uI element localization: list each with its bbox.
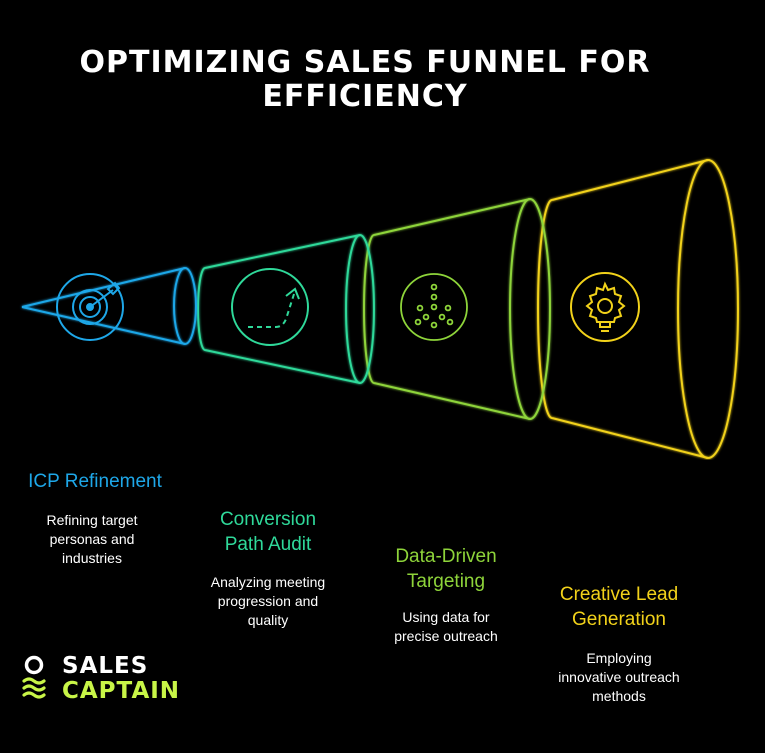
logo-text-sales: SALES (62, 653, 149, 679)
title-line-2: EFFICIENCY (262, 79, 468, 114)
lightbulb-gear-icon (570, 272, 640, 342)
page-title: OPTIMIZING SALES FUNNEL FOR EFFICIENCY (0, 46, 730, 114)
stage-desc-icp-refinement: Refining target personas and industries (46, 512, 138, 566)
stage-desc-conversion-path-audit: Analyzing meeting progression and qualit… (210, 574, 326, 628)
stage-title-conversion-path-audit: Conversion Path Audit (219, 509, 317, 555)
logo-text-captain: CAPTAIN (62, 678, 181, 704)
sales-captain-logo: SALES CAPTAIN (22, 653, 252, 703)
target-icon (56, 273, 124, 341)
funnel-section-conversion-path-audit (197, 234, 375, 384)
logo-mark-icon (22, 655, 46, 699)
stage-title-icp-refinement: ICP Refinement (28, 471, 162, 492)
stage-title-creative-lead-generation: Creative Lead Generation (559, 584, 679, 630)
funnel-section-icp-refinement (21, 267, 197, 345)
title-line-1: OPTIMIZING SALES FUNNEL FOR (79, 45, 651, 80)
dots-funnel-icon (400, 273, 468, 341)
stage-desc-data-driven-targeting: Using data for precise outreach (394, 609, 498, 644)
funnel-section-data-driven-targeting (363, 198, 551, 420)
funnel-diagram (21, 159, 739, 459)
funnel-section-creative-lead-generation (537, 159, 739, 459)
stage-desc-creative-lead-generation: Employing innovative outreach methods (558, 650, 680, 704)
trend-arrow-icon (231, 268, 309, 346)
stage-title-data-driven-targeting: Data-Driven Targeting (395, 546, 497, 592)
